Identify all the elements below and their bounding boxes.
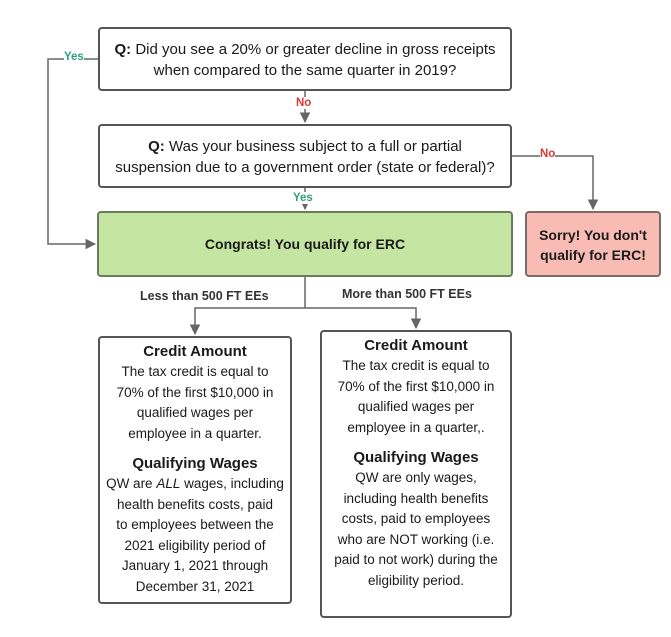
left-qw-suffix: wages, including	[180, 476, 284, 491]
right-credit-line: qualified wages per	[357, 399, 475, 414]
right-qw-line: eligibility period.	[367, 572, 465, 588]
right-credit-title: Credit Amount	[364, 337, 468, 354]
more-than-500-card: Credit Amount The tax credit is equal to…	[320, 330, 512, 618]
label-no-q2: No	[540, 148, 556, 160]
left-qw-title: Qualifying Wages	[132, 455, 258, 472]
left-qw-emph: ALL	[156, 476, 181, 491]
left-credit-line: qualified wages per	[136, 405, 254, 420]
left-qw-prefix: QW are	[106, 476, 157, 491]
left-credit-title: Credit Amount	[143, 343, 247, 360]
right-qw-line: paid to not work) during the	[334, 552, 498, 567]
connector-less-than	[189, 277, 306, 336]
label-no-q1: No	[296, 97, 312, 109]
left-qw-line: to employees between the	[116, 517, 274, 532]
q2-prefix: Q:	[148, 138, 165, 155]
question-2-box: Q: Was your business subject to a full o…	[98, 124, 512, 188]
left-credit-line: employee in a quarter.	[128, 425, 262, 441]
left-credit-line: 70% of the first $10,000 in	[116, 384, 274, 400]
right-qw-line: QW are only wages,	[355, 470, 477, 485]
left-qw-line: health benefits costs, paid	[116, 496, 274, 512]
sorry-box: Sorry! You don't qualify for ERC!	[525, 211, 661, 277]
sorry-line1: Sorry! You don't	[539, 227, 647, 243]
sorry-line2: qualify for ERC!	[540, 247, 646, 263]
right-credit-line: employee in a quarter,.	[347, 419, 485, 435]
q2-text-line2: suspension due to a government order (st…	[115, 159, 495, 176]
left-qw-line: 2021 eligibility period of	[124, 537, 266, 553]
right-qw-line: who are NOT working (i.e.	[337, 531, 495, 547]
left-qw-line: December 31, 2021	[135, 578, 255, 594]
left-qw-line: January 1, 2021 through	[121, 558, 269, 573]
label-less-than: Less than 500 FT EEs	[140, 289, 269, 303]
q1-text-line2: when compared to the same quarter in 201…	[153, 62, 457, 79]
connector-more-than	[305, 307, 422, 330]
less-than-500-card: Credit Amount The tax credit is equal to…	[98, 336, 292, 604]
q2-text-line1: Was your business subject to a full or p…	[164, 138, 462, 155]
right-qw-line: costs, paid to employees	[341, 511, 491, 526]
left-qw-line-first: QW are ALL wages, including	[106, 474, 284, 495]
q1-text-line1: Did you see a 20% or greater decline in …	[131, 41, 496, 58]
right-credit-line: 70% of the first $10,000 in	[337, 378, 495, 394]
connector-q2-no	[512, 155, 599, 211]
connector-q1-yes	[47, 58, 98, 250]
congrats-box: Congrats! You qualify for ERC	[97, 211, 513, 277]
left-credit-line: The tax credit is equal to	[121, 364, 269, 379]
question-1-box: Q: Did you see a 20% or greater decline …	[98, 27, 512, 91]
congrats-text: Congrats! You qualify for ERC	[204, 236, 406, 252]
label-more-than: More than 500 FT EEs	[342, 287, 472, 301]
right-credit-line: The tax credit is equal to	[342, 358, 490, 373]
right-qw-line: including health benefits	[343, 490, 489, 506]
label-yes-q1: Yes	[64, 51, 84, 63]
label-yes-q2: Yes	[293, 192, 313, 204]
q1-prefix: Q:	[114, 41, 132, 58]
right-qw-title: Qualifying Wages	[353, 449, 479, 466]
